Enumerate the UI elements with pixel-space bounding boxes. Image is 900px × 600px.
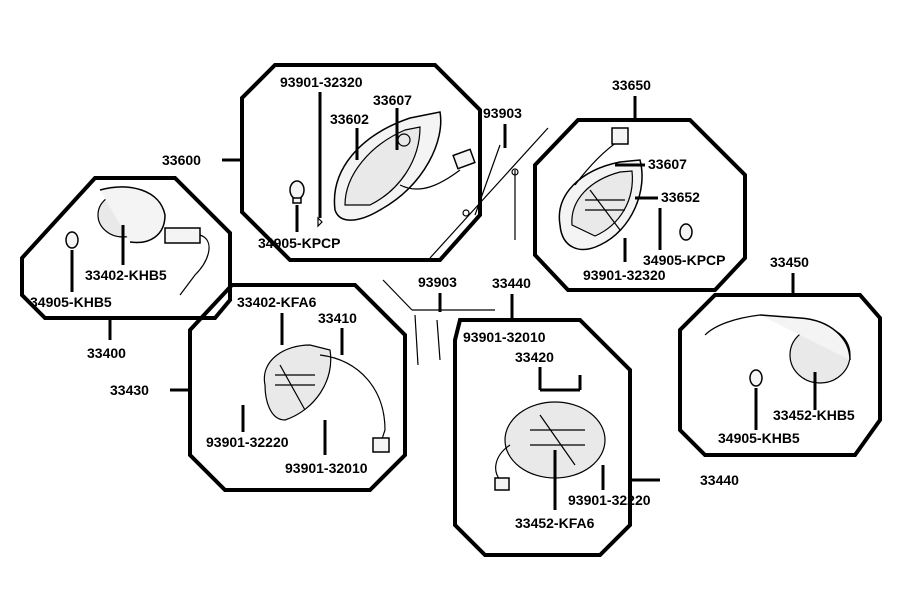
bulb-icon (289, 180, 305, 204)
frame-33600 (240, 63, 482, 262)
label-34905-kpcp-b: 34905-KPCP (643, 252, 726, 268)
part-33652-signal-body (558, 127, 643, 251)
group-33400: 33402-KHB5 34905-KHB5 33400 (20, 176, 232, 361)
bolt-93903-a2 (429, 127, 549, 259)
label-33600: 33600 (162, 152, 201, 168)
group-33440: 33440 93901-32010 33420 93901-32220 3345… (453, 318, 739, 557)
label-93901-32220-a: 93901-32220 (206, 434, 289, 450)
bulb-icon-b (679, 223, 693, 241)
bolt-93903-b4 (436, 319, 441, 361)
label-33452-kfa6: 33452-KFA6 (515, 515, 595, 531)
group-93903-lower: 93903 (382, 274, 495, 366)
label-93903-b: 93903 (418, 274, 457, 290)
bulb-icon-d (749, 369, 763, 387)
label-33420: 33420 (515, 349, 554, 365)
label-34905-khb5-b: 34905-KHB5 (718, 430, 800, 446)
label-93903-a: 93903 (483, 105, 522, 121)
frame-33440 (453, 318, 632, 557)
label-33452-khb5: 33452-KHB5 (773, 407, 855, 423)
part-33402-kfa6-signal (263, 344, 390, 453)
label-93901-32010-b: 93901-32010 (463, 329, 546, 345)
label-33602: 33602 (330, 111, 369, 127)
label-33440-top: 33440 (492, 275, 531, 291)
frame-33450 (678, 293, 882, 457)
label-33440-side: 33440 (700, 472, 739, 488)
label-93901-32010-a: 93901-32010 (285, 460, 368, 476)
label-33450: 33450 (770, 254, 809, 270)
label-33400: 33400 (87, 345, 126, 361)
screw-icon (317, 216, 323, 228)
label-33607-a: 33607 (373, 92, 412, 108)
group-33430: 33430 33402-KFA6 33410 93901-32220 93901… (110, 283, 407, 492)
label-33402-khb5: 33402-KHB5 (85, 267, 167, 283)
label-93901-32220-b: 93901-32220 (568, 492, 651, 508)
bolt-93903-b3 (414, 314, 419, 366)
bolt-93903-b1 (382, 279, 413, 311)
label-34905-khb5-a: 34905-KHB5 (30, 294, 112, 310)
label-33607-b: 33607 (648, 156, 687, 172)
part-33452-khb5-signal (704, 314, 851, 384)
frame-33430 (188, 283, 407, 492)
label-93901-32320-b: 93901-32320 (583, 267, 666, 283)
label-93901-32320-a: 93901-32320 (280, 74, 363, 90)
group-33450: 33450 33452-KHB5 34905-KHB5 (678, 254, 882, 457)
label-33402-kfa6: 33402-KFA6 (237, 294, 317, 310)
part-33402-khb5-signal (97, 186, 210, 296)
part-33452-kfa6-signal (494, 401, 606, 491)
frame-33650 (533, 118, 747, 292)
label-33430: 33430 (110, 382, 149, 398)
label-33652: 33652 (661, 189, 700, 205)
group-33600: 33600 93901-32320 33607 33602 34905-KPCP (162, 63, 482, 262)
label-33650: 33650 (612, 77, 651, 93)
group-93903-upper: 93903 (429, 105, 549, 259)
frame-33400 (20, 176, 232, 320)
label-34905-kpcp-a: 34905-KPCP (258, 235, 341, 251)
group-33650: 33650 33607 33652 34905-KPCP 93901-32320 (533, 77, 747, 292)
part-33602-signal-body (333, 111, 476, 221)
bulb-icon-c (65, 231, 79, 249)
group-33440-top-ref: 33440 (492, 275, 531, 320)
label-33410: 33410 (318, 310, 357, 326)
